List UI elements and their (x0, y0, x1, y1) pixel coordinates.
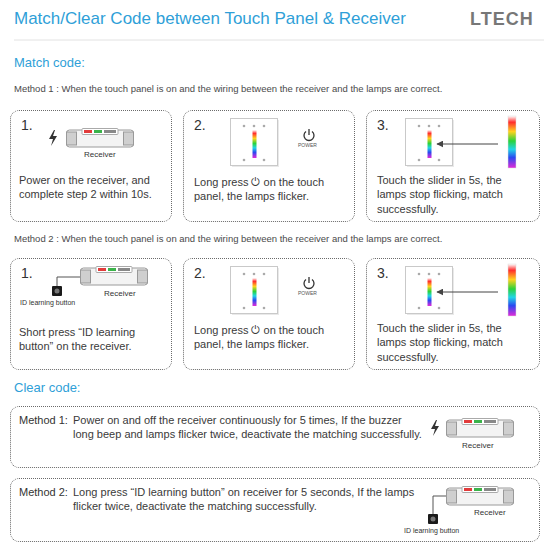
lamp-color-strip (508, 264, 516, 316)
id-button (428, 514, 438, 524)
step-text: Power on and off the receiver continuous… (73, 413, 423, 442)
id-button (52, 286, 62, 296)
method-note: Method 2 : When the touch panel is on an… (14, 234, 550, 245)
step-heading: 3. (377, 116, 389, 134)
brand-logo: LTECH (470, 9, 534, 30)
step-box: 3. Touch the slider in 5s, the lamps stop… (366, 110, 540, 222)
pointer-arrow (437, 144, 498, 145)
pointer-arrow (437, 292, 498, 293)
step-text: Power on the receiver, and complete step… (19, 173, 165, 202)
step-text: Long press “ID learning button” on recei… (73, 485, 423, 514)
touch-panel (406, 267, 455, 316)
step-box: 1. Power on the receiver, and complete st… (10, 110, 172, 222)
step-heading: 1. (21, 264, 33, 282)
step-heading: 2. (194, 264, 206, 282)
section-heading: Match code: (14, 56, 85, 71)
step-text: Touch the slider in 5s, the lamps stop f… (377, 321, 531, 364)
step-box: 3. Touch the slider in 5s, the lamps stop… (366, 258, 540, 370)
id-button-cap (55, 289, 60, 294)
button-lead (57, 277, 80, 286)
button-label: POWER (298, 143, 317, 149)
step-text: Long press ⏻ on the touch panel, the lam… (194, 323, 346, 352)
step-heading: Method 1: (19, 413, 68, 427)
power-symbol (304, 277, 314, 289)
id-button-cap (431, 517, 436, 522)
receiver-device (447, 487, 514, 506)
button-label: POWER (298, 291, 317, 297)
button-label: ID learning button (404, 527, 459, 535)
method-note: Method 1 : When the touch panel is on an… (14, 84, 550, 95)
device-label: Receiver (104, 289, 136, 298)
power-symbol (304, 129, 314, 141)
step-heading: 3. (377, 264, 389, 282)
section-heading: Clear code: (14, 381, 80, 396)
button-label: ID learning button (20, 299, 75, 307)
step-text: Short press “ID learning button” on the … (19, 325, 165, 354)
lamp-color-strip (508, 116, 516, 168)
step-box: 2. Long press ⏻ on the touch panel, the l… (183, 258, 355, 370)
step-box: 2. Long press ⏻ on the touch panel, the l… (183, 110, 355, 222)
device-label: Receiver (84, 150, 116, 159)
device-label: Receiver (462, 441, 494, 450)
power-bolt (49, 130, 57, 146)
step-box: 1. Short press “ID learning button” on th… (10, 258, 172, 370)
touch-panel (231, 267, 280, 316)
step-box: Method 2: Long press “ID learning button”… (10, 478, 540, 542)
step-box: Method 1: Power on and off the receiver c… (10, 406, 540, 468)
title-rule (14, 40, 544, 41)
power-bolt (431, 420, 439, 436)
receiver-device (81, 267, 148, 286)
receiver-device (447, 419, 514, 438)
device-label: Receiver (474, 508, 506, 517)
step-heading: 2. (194, 116, 206, 134)
step-heading: Method 2: (19, 485, 68, 499)
step-text: Long press ⏻ on the touch panel, the lam… (194, 175, 346, 204)
step-text: Touch the slider in 5s, the lamps stop f… (377, 173, 531, 216)
page-title: Match/Clear Code between Touch Panel & R… (14, 9, 406, 29)
receiver-device (67, 129, 134, 148)
touch-panel (406, 119, 455, 168)
touch-panel (231, 119, 280, 168)
button-lead (433, 496, 446, 514)
step-heading: 1. (21, 116, 33, 134)
